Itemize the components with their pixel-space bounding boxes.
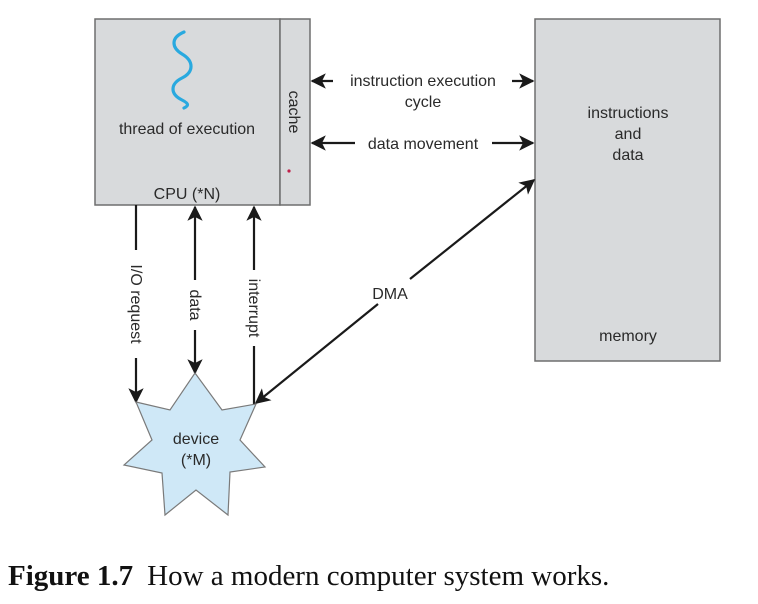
thread-wave-icon [171, 30, 193, 110]
figure-label: Figure 1.7 [8, 560, 133, 592]
figure-caption: Figure 1.7 How a modern computer system … [8, 560, 609, 592]
memory-box [534, 18, 721, 362]
cache-label: cache [285, 91, 302, 134]
data-label: data [186, 289, 203, 320]
device-label-line-2: (*M) [181, 452, 211, 469]
interrupt-label: interrupt [245, 279, 262, 338]
cache-dot [287, 169, 291, 173]
cpu-label: CPU (*N) [154, 186, 221, 203]
instruction-cycle-label-line-2: cycle [405, 94, 442, 111]
cpu-box [94, 18, 281, 206]
data-movement-label: data movement [368, 136, 479, 153]
instruction-cycle-label-line-1: instruction execution [350, 73, 496, 90]
io-request-label: I/O request [127, 264, 144, 344]
device-shape [122, 371, 267, 517]
dma-arrow-upper [409, 179, 536, 280]
memory-content-line-3: data [612, 147, 643, 164]
memory-content-line-1: instructions [588, 105, 669, 122]
cache-box [279, 18, 311, 206]
dma-label: DMA [372, 286, 408, 303]
memory-content-line-2: and [615, 126, 642, 143]
figure-title: How a modern computer system works. [147, 560, 609, 592]
dma-arrow-lower [254, 303, 379, 404]
thread-of-execution-label: thread of execution [119, 121, 255, 138]
memory-label: memory [599, 328, 657, 345]
device-label-line-1: device [173, 431, 219, 448]
